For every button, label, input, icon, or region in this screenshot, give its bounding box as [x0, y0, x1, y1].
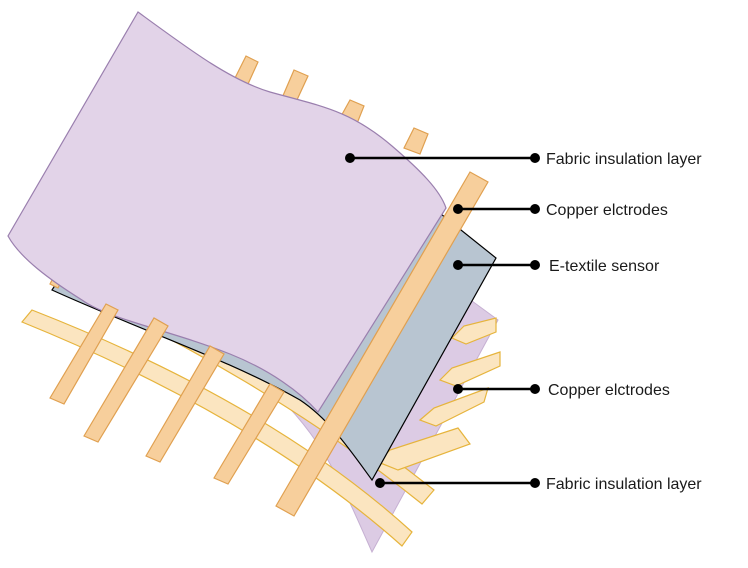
leader-copper-bottom-dot-right	[530, 384, 540, 394]
label-sensor: E-textile sensor	[549, 258, 660, 275]
leader-sensor-dot-left	[453, 260, 463, 270]
upper-copper-electrodes	[49, 171, 489, 517]
upper-tab-4	[403, 127, 429, 155]
label-copper-bottom: Copper elctrodes	[548, 382, 670, 399]
leader-copper-top-dot-right	[530, 204, 540, 214]
lower-electrode-4	[418, 387, 489, 427]
leader-copper-bottom-dot-left	[453, 384, 463, 394]
leaders	[345, 153, 540, 488]
leader-fabric-bottom-dot-right	[530, 478, 540, 488]
leader-fabric-top-dot-right	[530, 153, 540, 163]
leader-fabric-bottom-dot-left	[375, 478, 385, 488]
upper-electrode-main	[275, 171, 489, 517]
lower-electrode-6	[450, 317, 497, 345]
label-fabric-top: Fabric insulation layer	[546, 151, 702, 168]
leader-sensor-dot-right	[530, 260, 540, 270]
lower-electrode-5	[438, 351, 501, 387]
upper-electrode-4	[213, 383, 285, 485]
label-fabric-bottom: Fabric insulation layer	[546, 476, 702, 493]
upper-electrode-2	[83, 317, 169, 443]
leader-fabric-top-dot-left	[345, 153, 355, 163]
upper-electrode-3	[145, 345, 225, 463]
labels: Fabric insulation layer Copper elctrodes…	[546, 151, 702, 493]
upper-electrode-1	[49, 303, 119, 405]
leader-copper-top-dot-left	[453, 204, 463, 214]
label-copper-top: Copper elctrodes	[546, 202, 668, 219]
